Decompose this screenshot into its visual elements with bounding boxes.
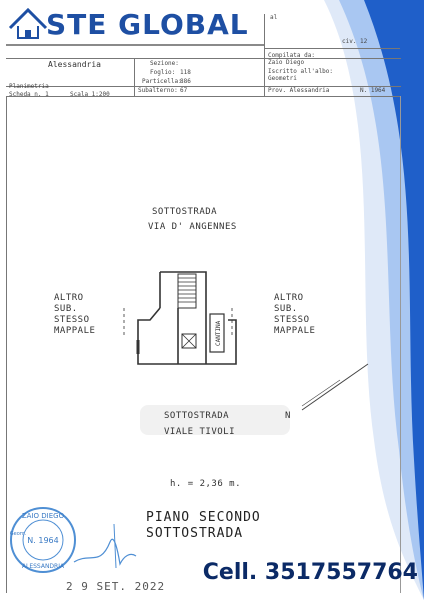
- subalterno-label: Subalterno:: [138, 87, 178, 94]
- foglio-value: 118: [180, 69, 191, 76]
- right-label-line: STESSO: [274, 315, 310, 325]
- watermark-overlay: [140, 405, 290, 435]
- header-divider: [264, 14, 265, 96]
- cantina-label: CANTINA: [215, 320, 222, 346]
- header-rule: [6, 96, 401, 97]
- compilata-name: Zaio Diego: [268, 59, 305, 66]
- left-label-line: SUB.: [54, 304, 78, 314]
- top-street-level: SOTTOSTRADA: [152, 207, 218, 217]
- left-label-line: MAPPALE: [54, 326, 96, 336]
- frame-left: [6, 96, 7, 593]
- frame-right: [400, 96, 401, 593]
- floor-plan-drawing: CANTINA: [123, 271, 237, 365]
- right-label-line: MAPPALE: [274, 326, 316, 336]
- north-marker: N: [285, 411, 291, 421]
- stamp-number: N. 1964: [27, 536, 58, 545]
- top-street-name: VIA D' ANGENNES: [148, 222, 237, 232]
- scheda-label: Scheda n. 1: [9, 91, 49, 98]
- particella-value: 886: [180, 78, 191, 85]
- left-label-line: STESSO: [54, 315, 90, 325]
- scala-label: Scala 1:200: [70, 91, 110, 98]
- subalterno-value: 67: [180, 87, 188, 94]
- header-rule: [264, 48, 400, 49]
- date-stamp: 2 9 SET. 2022: [66, 580, 166, 593]
- floor-title-1: PIANO SECONDO: [146, 510, 261, 525]
- header-divider: [134, 58, 135, 96]
- iscritto-value: Geometri: [268, 75, 297, 82]
- house-logo-icon: [8, 7, 48, 39]
- blue-swoosh-decoration: [324, 0, 424, 600]
- stamp-city: ALESSANDRIA: [22, 563, 65, 570]
- left-adjacent-label: ALTRO SUB. STESSO MAPPALE: [54, 293, 95, 337]
- ceiling-height: h. = 2,36 m.: [170, 479, 242, 489]
- planimetria-label: Planimetria: [9, 83, 49, 90]
- foglio-label: Foglio:: [150, 69, 176, 76]
- right-label-line: ALTRO: [274, 293, 304, 303]
- header-top-right: al: [270, 14, 278, 21]
- left-label-line: ALTRO: [54, 293, 84, 303]
- bottom-street-level: SOTTOSTRADA: [164, 411, 230, 421]
- right-label-line: SUB.: [274, 304, 298, 314]
- iscritto-label: Iscritto all'albo:: [268, 68, 334, 75]
- contact-phone[interactable]: Cell. 3517557764: [202, 560, 418, 585]
- floor-title-2: SOTTOSTRADA: [146, 526, 244, 541]
- compilata-label: Compilata da:: [268, 52, 315, 59]
- header-rule: [6, 86, 401, 87]
- prov-number: N. 1964: [360, 87, 386, 94]
- sezione-label: Sezione:: [150, 60, 179, 67]
- bottom-street-name: VIALE TIVOLI: [164, 427, 236, 437]
- header-rule: [6, 58, 401, 59]
- logo-text: STE GLOBAL: [46, 8, 249, 41]
- surveyor-stamp: ZAIO DIEGO N. 1964 ALESSANDRIA Geom.: [10, 507, 76, 573]
- particella-label: Particella:: [142, 78, 182, 85]
- stamp-role: Geom.: [10, 531, 27, 537]
- prov-label: Prov. Alessandria: [268, 87, 330, 94]
- handwritten-signature: [73, 523, 137, 569]
- stamp-name: ZAIO DIEGO: [22, 512, 65, 520]
- header-city: Alessandria: [48, 60, 101, 69]
- header-civ: civ. 12: [342, 38, 368, 45]
- north-arrow-icon: [301, 363, 369, 411]
- right-adjacent-label: ALTRO SUB. STESSO MAPPALE: [274, 293, 315, 337]
- agency-logo: STE GLOBAL: [6, 4, 264, 46]
